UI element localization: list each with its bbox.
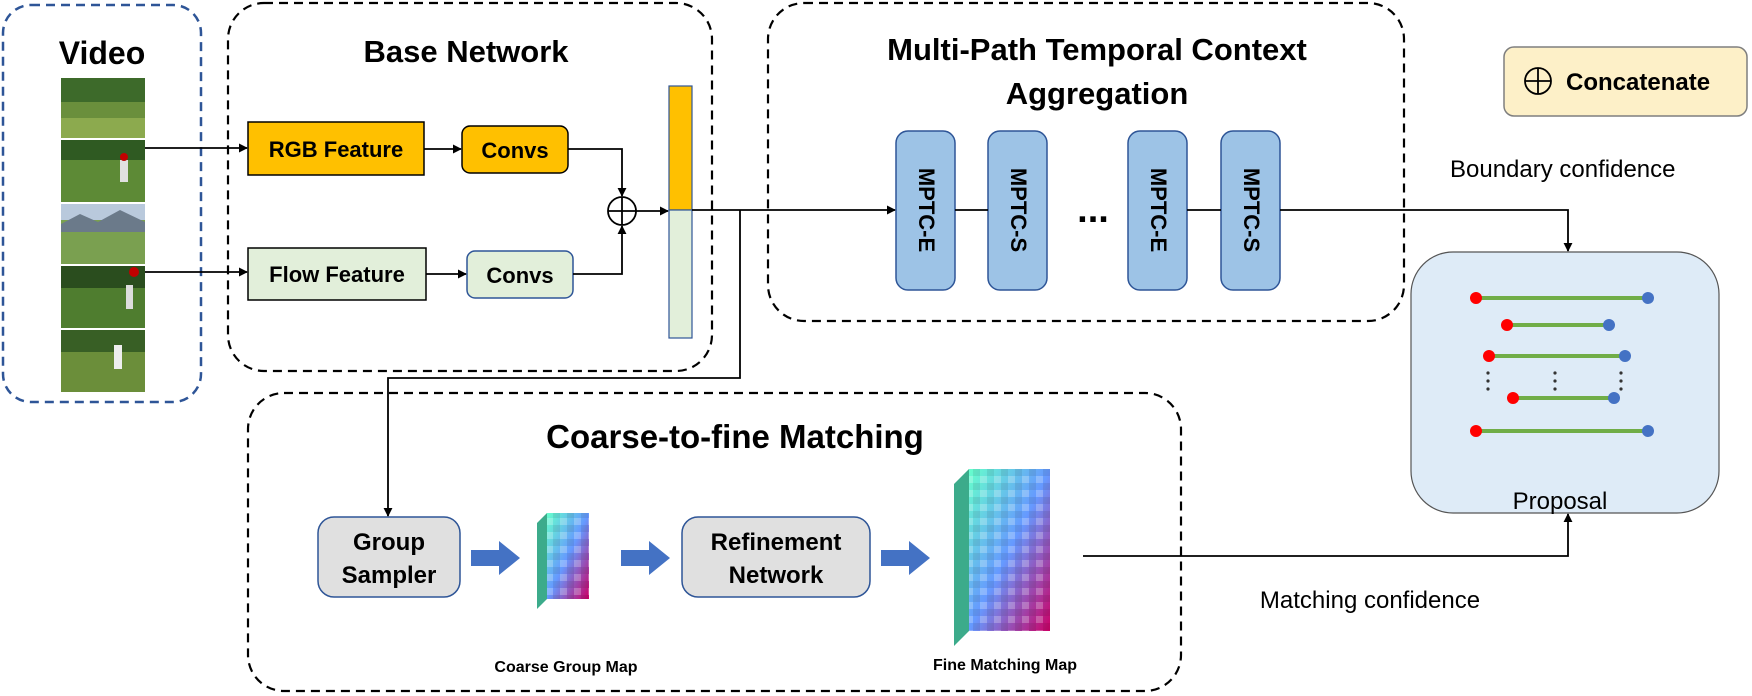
mptc-block-label: MPTC-S [1239, 168, 1264, 252]
rgb-feature-label: RGB Feature [269, 137, 403, 162]
video-frame [61, 78, 145, 138]
block-arrow-icon [471, 541, 520, 575]
mptc-title-line2: Aggregation [1006, 76, 1189, 111]
group-sampler-box [317, 516, 461, 598]
matching-panel: Coarse-to-fine Matching Group Sampler Co… [246, 391, 1183, 693]
video-frame [61, 204, 145, 264]
arrow-convs-rgb-to-concat [568, 148, 627, 197]
proposal-end-dot [1603, 319, 1615, 331]
fine-matching-map [954, 469, 1050, 646]
arrow-bar-to-group-sampler [383, 210, 741, 517]
coarse-group-map [537, 513, 589, 609]
block-arrow-icon [621, 541, 670, 575]
flow-feature-box [247, 247, 427, 301]
proposal-panel: Proposal [1410, 251, 1720, 515]
matching-title: Coarse-to-fine Matching [546, 418, 924, 455]
group-sampler-line2: Sampler [342, 562, 437, 589]
base-network-panel: Base Network RGB Feature Convs Flow Feat… [226, 1, 714, 373]
mptc-block: MPTC-S [987, 130, 1048, 291]
concatenated-feature-bar [668, 85, 693, 339]
proposal-label: Proposal [1513, 488, 1608, 515]
concatenate-legend: Concatenate [1503, 46, 1748, 117]
refinement-line1: Refinement [711, 529, 842, 556]
concatenate-label: Concatenate [1566, 69, 1710, 96]
video-frame [61, 140, 145, 202]
coarse-group-map-label: Coarse Group Map [494, 659, 637, 676]
mptc-block: MPTC-E [1127, 130, 1188, 291]
mptc-block-label: MPTC-S [1006, 168, 1031, 252]
rgb-feature-box [247, 121, 425, 176]
mptc-block: MPTC-S [1220, 130, 1281, 291]
proposal-end-dot [1608, 392, 1620, 404]
mptc-border [766, 1, 1406, 323]
proposal-end-dot [1619, 350, 1631, 362]
video-panel: Video [1, 3, 203, 404]
mptc-ellipsis: ... [1077, 189, 1109, 231]
proposal-start-dot [1507, 392, 1519, 404]
block-arrow-icon [881, 541, 930, 575]
refinement-network-box [681, 516, 871, 598]
arrow-fine-map-to-proposal [1083, 513, 1573, 557]
mptc-block: MPTC-E [895, 130, 956, 291]
video-frame [61, 330, 145, 392]
mptc-block-label: MPTC-E [914, 168, 939, 252]
arrow-mptc-to-proposal [1280, 209, 1573, 252]
convs-rgb-label: Convs [481, 138, 548, 163]
base-network-title: Base Network [363, 34, 569, 69]
proposal-start-dot [1501, 319, 1513, 331]
refinement-line2: Network [729, 562, 824, 589]
proposal-ellipsis [1486, 371, 1623, 391]
proposal-end-dot [1642, 292, 1654, 304]
connectors [145, 143, 1573, 557]
video-frames [61, 78, 145, 392]
flow-feature-label: Flow Feature [269, 262, 405, 287]
video-title: Video [59, 35, 146, 71]
group-sampler-line1: Group [353, 529, 425, 556]
mptc-block-label: MPTC-E [1146, 168, 1171, 252]
fine-matching-map-label: Fine Matching Map [933, 657, 1077, 674]
mptc-panel: Multi-Path Temporal Context Aggregation … [766, 1, 1406, 323]
boundary-confidence-label: Boundary confidence [1450, 156, 1676, 183]
video-frame [61, 266, 145, 328]
proposal-start-dot [1483, 350, 1495, 362]
proposal-start-dot [1470, 425, 1482, 437]
mptc-title-line1: Multi-Path Temporal Context [887, 32, 1307, 67]
concat-symbol [607, 196, 637, 226]
base-network-border [226, 1, 714, 373]
concat-legend-icon [1524, 67, 1552, 95]
matching-confidence-label: Matching confidence [1260, 587, 1480, 614]
proposal-start-dot [1470, 292, 1482, 304]
proposal-segments [1470, 292, 1654, 437]
convs-flow-label: Convs [486, 263, 553, 288]
arrow-convs-flow-to-concat [573, 225, 627, 275]
proposal-end-dot [1642, 425, 1654, 437]
